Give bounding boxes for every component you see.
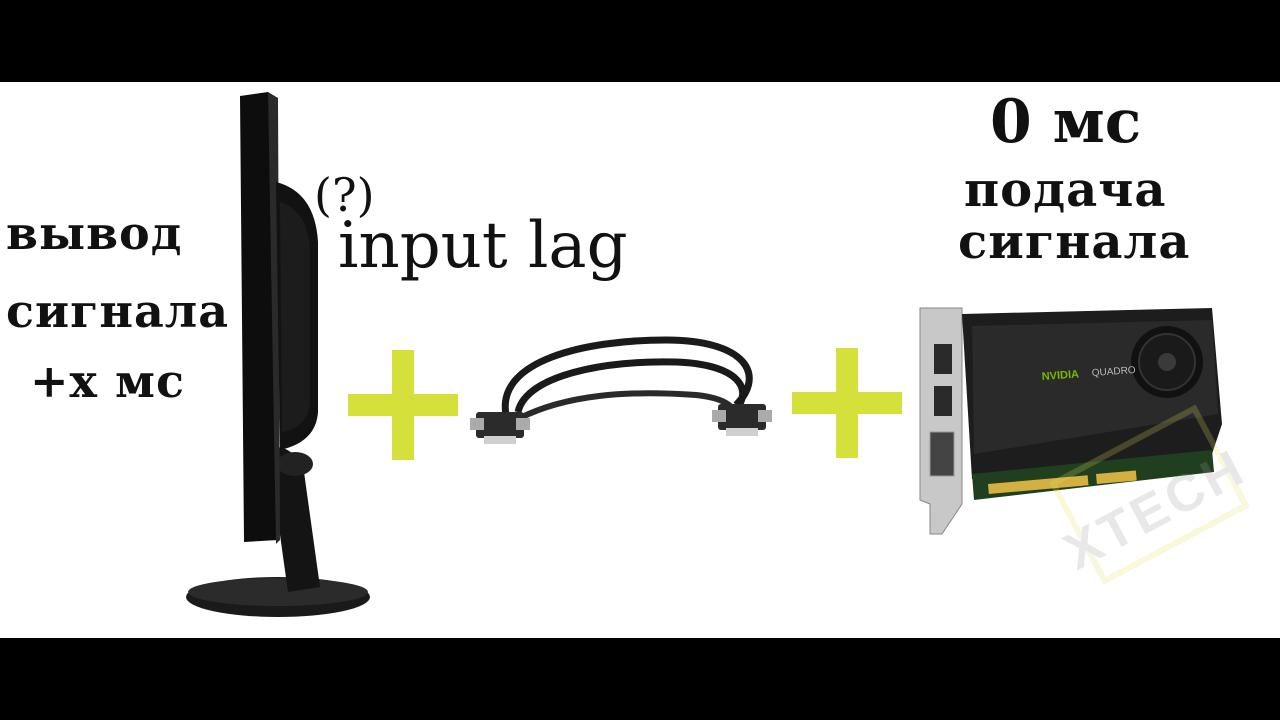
zero-ms-label: 0 мс (990, 92, 1141, 152)
left-text-line1: вывод (6, 210, 182, 256)
right-text-line3: сигнала (958, 218, 1190, 266)
left-text-line3: +х мс (30, 358, 185, 404)
right-text-line2: подача (964, 166, 1166, 214)
plus-bar-v (836, 348, 858, 458)
plus-bar-v (392, 350, 414, 460)
left-text-line2: сигнала (6, 288, 229, 334)
dvi-cable-icon (466, 320, 776, 460)
input-lag-label: input lag (338, 214, 628, 278)
watermark-text: XTECH (1055, 438, 1256, 581)
plus-icon (792, 348, 902, 458)
watermark-logo: XTECH (1020, 412, 1280, 622)
slide-canvas: вывод сигнала +х мс (?) input lag (0, 82, 1280, 638)
plus-icon (348, 350, 458, 460)
